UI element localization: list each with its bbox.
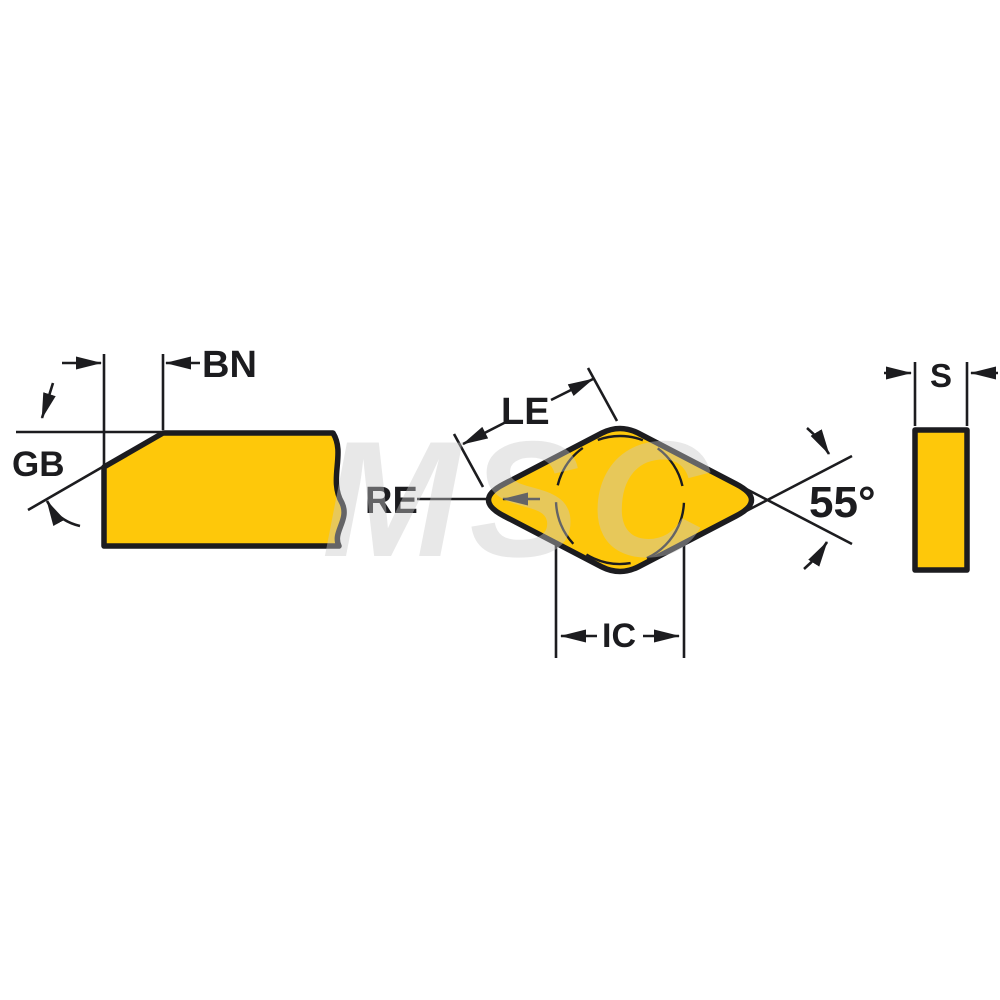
- ic-label: IC: [602, 617, 636, 655]
- angle-line-lower: [726, 477, 853, 546]
- top-view: LE RE 55° IC: [365, 367, 876, 658]
- angle-label: 55°: [809, 478, 876, 527]
- s-label: S: [930, 357, 952, 394]
- le-arrow-left: [462, 419, 509, 446]
- insert-thickness-shape: [912, 427, 970, 573]
- le-label: LE: [501, 391, 550, 433]
- gb-label: GB: [12, 445, 65, 484]
- gb-arrow-upper: [40, 382, 56, 419]
- angle-line-upper: [726, 454, 853, 523]
- watermark-text: MSC: [322, 407, 719, 591]
- side-profile-view: BN GB: [12, 344, 347, 549]
- insert-side-profile-shape: [101, 430, 347, 549]
- angle-arrow-upper: [806, 427, 831, 455]
- bn-label: BN: [202, 344, 257, 386]
- le-extension-line-right: [586, 367, 619, 422]
- angle-arrow-lower: [803, 541, 829, 570]
- re-label: RE: [365, 480, 418, 522]
- le-arrow-right: [550, 377, 594, 402]
- gb-angle-line: [27, 433, 159, 512]
- inscribed-circle: [554, 434, 686, 566]
- le-extension-line-left: [452, 433, 485, 488]
- thickness-view: S: [884, 357, 998, 573]
- gb-arrow-lower: [45, 500, 81, 528]
